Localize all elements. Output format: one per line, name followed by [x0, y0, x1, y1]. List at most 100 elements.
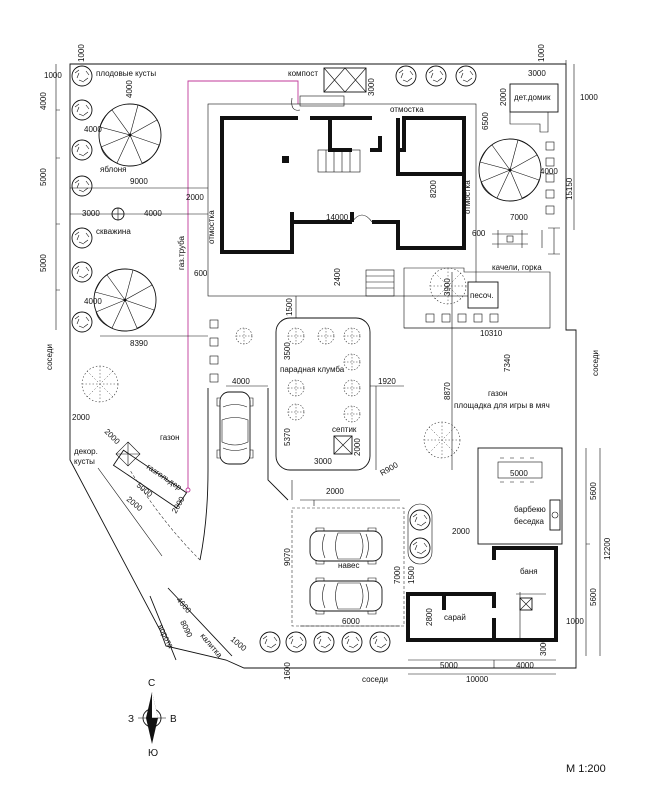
bbq-table	[497, 461, 543, 479]
bbq-label-2: беседка	[514, 517, 545, 526]
compass-rose	[138, 692, 166, 744]
dim-9000: 9000	[130, 177, 148, 186]
dim-8200: 8200	[429, 180, 438, 198]
dim-7000-apple-r: 7000	[510, 213, 528, 222]
compass-north: С	[148, 678, 155, 689]
fruit-bushes-label: плодовые кусты	[96, 69, 156, 78]
gas-holder-label: газгольдер	[145, 462, 184, 492]
bush-row-bottom	[259, 631, 391, 653]
dim-1000-bath: 1000	[566, 617, 584, 626]
dim-2000-bath: 2000	[452, 527, 470, 536]
bush-column-left	[71, 65, 93, 333]
kids-house	[509, 83, 559, 113]
gas-holder	[112, 449, 188, 509]
bath-stove	[519, 597, 533, 611]
house-fireplace	[282, 156, 289, 163]
dimension-lines	[55, 64, 601, 675]
dim-5600-a: 5600	[589, 482, 598, 500]
gate-label: ворота	[156, 623, 175, 650]
house-walls	[220, 116, 466, 254]
dim-2000-left: 2000	[72, 413, 90, 422]
gas-pipe-line	[187, 80, 299, 488]
dim-1000-tl: 1000	[44, 71, 62, 80]
compass-south: Ю	[148, 748, 158, 759]
main-house	[207, 95, 477, 297]
dim-2000-left2: 2000	[103, 427, 122, 446]
bush-row-top-right	[395, 65, 477, 87]
dim-3000-bottom: 3000	[539, 638, 548, 656]
flowerbed	[275, 317, 371, 471]
dim-5600-b: 5600	[589, 588, 598, 606]
dim-1600: 1600	[283, 662, 292, 680]
dim-4000-drive: 4000	[232, 377, 250, 386]
dim-3000-compost: 3000	[367, 78, 376, 96]
dim-8390: 8390	[130, 339, 148, 348]
bbq-label-1: барбекю	[514, 505, 546, 514]
dim-2400: 2400	[333, 268, 342, 286]
scale-label: М 1:200	[566, 763, 606, 775]
bbq-grill	[549, 499, 561, 531]
dim-9070: 9070	[283, 548, 292, 566]
neighbors-right-label: соседи	[591, 350, 600, 376]
sandbox	[467, 281, 499, 309]
swings	[492, 227, 560, 255]
dim-1000-kids: 1000	[580, 93, 598, 102]
dim-3000-septic: 3000	[314, 457, 332, 466]
dim-1920: 1920	[378, 377, 396, 386]
ball-playground-label: площадка для игры в мяч	[454, 401, 550, 410]
dim-600-b: 600	[472, 229, 486, 238]
radius-label: R900	[379, 460, 401, 478]
porch-steps	[365, 269, 395, 297]
plot-boundary	[69, 63, 577, 669]
neighbors-bottom-label: соседи	[362, 675, 388, 684]
flowerbed-plants	[235, 327, 361, 423]
dim-1000-gate: 1000	[229, 635, 249, 654]
gas-pipe-label: газ.труба	[177, 235, 186, 270]
dim-10310: 10310	[480, 329, 503, 338]
dim-5370: 5370	[283, 428, 292, 446]
decor-bushes-label-2: кусты	[74, 457, 95, 466]
dim-2000-gas2: 2000	[125, 495, 145, 514]
lawn-left-label: газон	[160, 433, 180, 442]
dim-15150: 15150	[565, 177, 574, 200]
dim-5000-left2: 5000	[39, 254, 48, 272]
septic-tank	[333, 435, 353, 455]
dim-2000-c: 2000	[326, 487, 344, 496]
dim-2000-a: 2000	[186, 193, 204, 202]
dim-10000: 10000	[466, 675, 489, 684]
flowerbed-label: парадная клумба	[280, 365, 345, 374]
dim-1500-a: 1500	[285, 298, 294, 316]
blind-area-left-label: отмостка	[207, 210, 216, 244]
bbq-gazebo	[477, 447, 563, 545]
well-label: скважина	[96, 227, 131, 236]
gate-line	[149, 587, 233, 661]
bush-pot	[407, 503, 433, 565]
dim-7340: 7340	[503, 354, 512, 372]
dim-8090: 8090	[178, 619, 194, 639]
dim-5000-gas: 5000	[135, 481, 155, 500]
compass-west: З	[128, 714, 134, 725]
dim-1500-b: 1500	[407, 566, 416, 584]
dim-3000-well: 3000	[82, 209, 100, 218]
dim-4000-tree2: 4000	[84, 125, 102, 134]
blind-area-top-label: отмостка	[390, 105, 424, 114]
compass-east: В	[170, 714, 177, 725]
dim-6500: 6500	[481, 112, 490, 130]
sandbox-label: песоч.	[470, 291, 494, 300]
dim-600-a: 600	[194, 269, 208, 278]
compost-box	[323, 67, 367, 93]
compost-label: компост	[288, 69, 318, 78]
gas-pipe-end	[185, 487, 191, 493]
house-stair	[317, 149, 361, 173]
porch-steps-top	[299, 95, 345, 107]
driveway	[199, 388, 289, 561]
dim-4000-left1: 4000	[39, 92, 48, 110]
dim-2000-gas: 2000	[170, 495, 187, 515]
dim-12200: 12200	[603, 537, 612, 560]
decor-bushes-label-1: декор.	[74, 447, 98, 456]
dim-2000-kids: 2000	[499, 88, 508, 106]
dim-1000-top: 1000	[77, 44, 86, 62]
dim-2800: 2800	[425, 608, 434, 626]
dim-2000-septic: 2000	[353, 438, 362, 456]
